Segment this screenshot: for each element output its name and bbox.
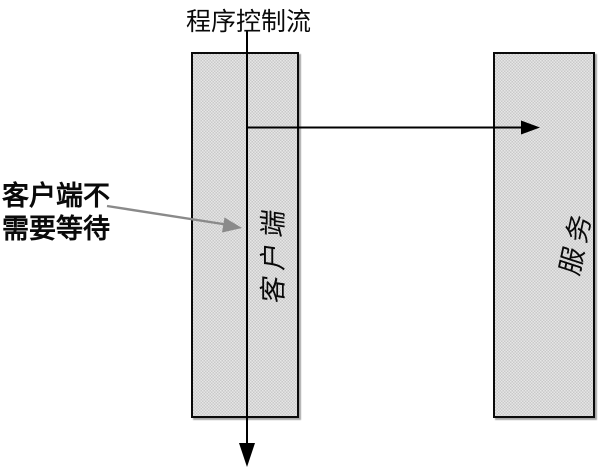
program-control-flow-label: 程序控制流 — [186, 7, 312, 36]
service-lifeline-box — [493, 52, 595, 418]
client-lifeline-box — [191, 52, 299, 418]
annotation-line-1: 客户端不 — [2, 181, 110, 212]
client-box-label: 客户端 — [258, 201, 290, 306]
client-no-wait-annotation: 客户端不 需要等待 — [2, 180, 114, 246]
annotation-line-2: 需要等待 — [2, 214, 110, 245]
